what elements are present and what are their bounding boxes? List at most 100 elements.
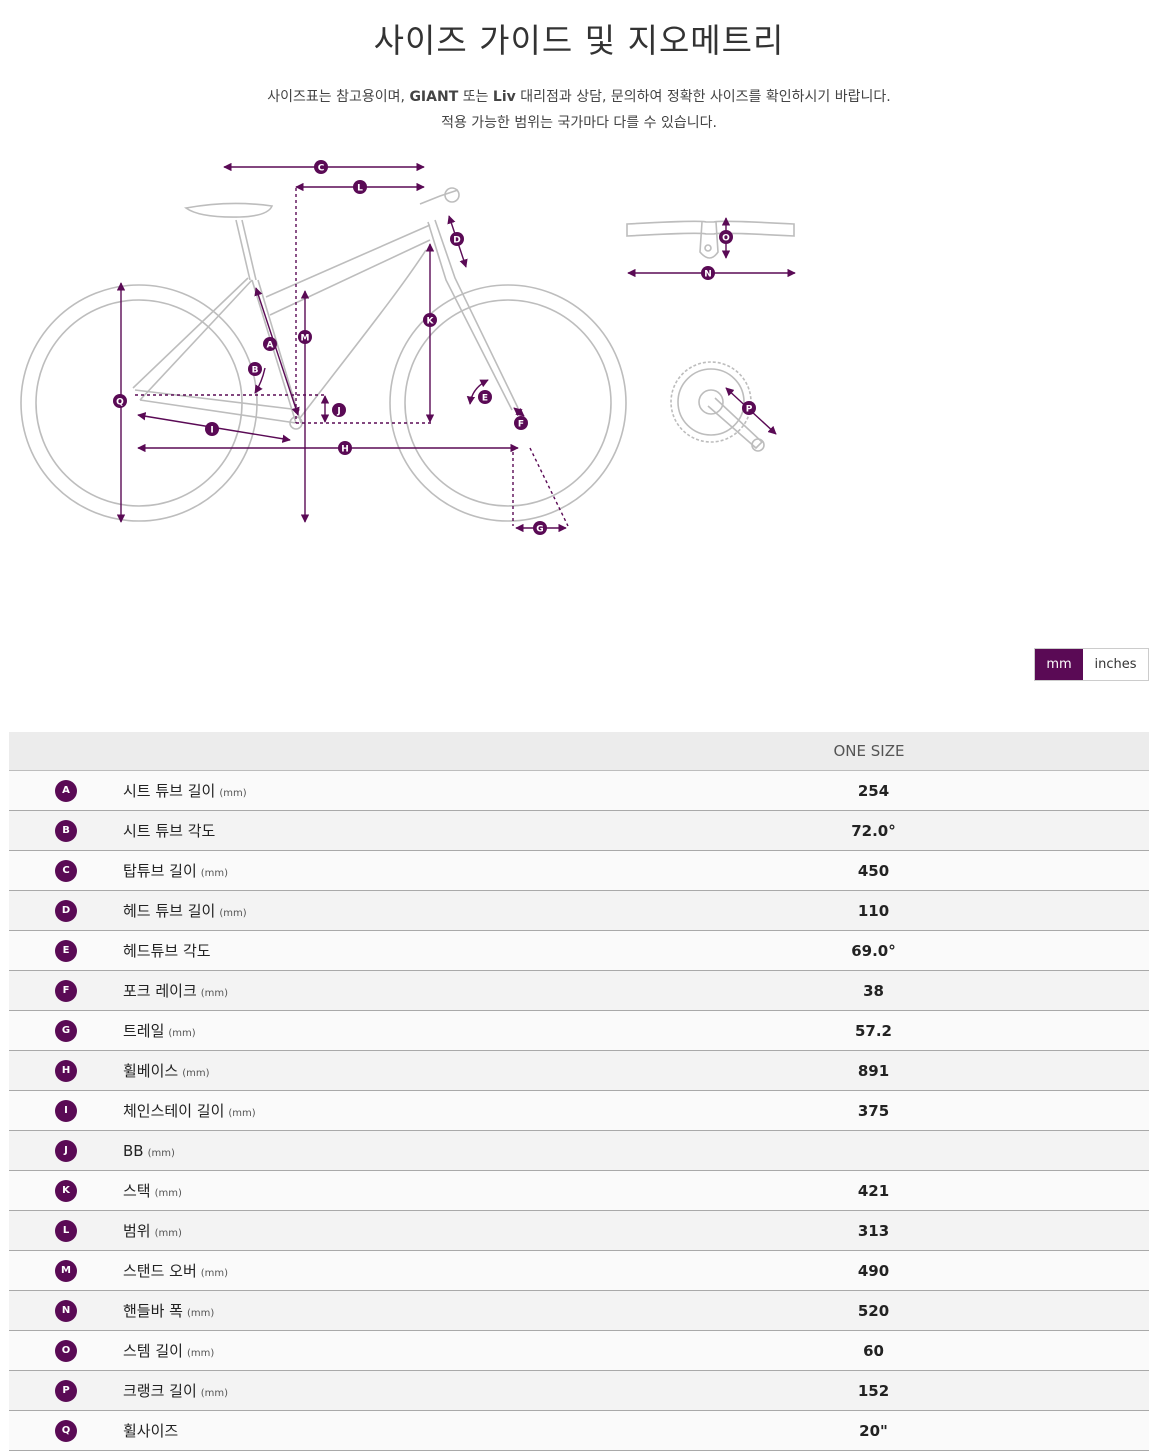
table-row: E 헤드튜브 각도 69.0° [9,930,1149,971]
measurement-unit: (mm) [186,1308,215,1319]
row-label-cell: 헤드 튜브 길이(mm) [113,890,589,931]
measurement-unit: (mm) [219,788,247,799]
measurement-label: 스택 [123,1182,151,1200]
row-label-cell: 포크 레이크(mm) [113,970,589,1011]
measurement-value: 152 [589,1370,1149,1411]
handlebar-topview [626,220,795,259]
row-letter-cell: H [9,1050,113,1091]
row-label-cell: 스템 길이(mm) [113,1330,589,1371]
measurement-label: BB [123,1141,144,1160]
measurement-label: 스템 길이 [123,1342,183,1360]
row-letter-cell: B [9,810,113,851]
svg-text:C: C [318,164,325,174]
measurement-value: 110 [589,890,1149,931]
svg-text:Q: Q [116,398,124,408]
callout-l: L [353,180,367,194]
svg-text:D: D [453,236,460,246]
measurement-label: 범위 [123,1222,151,1240]
header-size-col: ONE SIZE [589,732,1149,771]
dimension-callouts: C L D K M A B Q J I H E F G O N P [113,160,756,535]
measurement-label: 헤드튜브 각도 [123,942,211,960]
svg-text:B: B [252,366,259,376]
row-label-cell: 크랭크 길이(mm) [113,1370,589,1411]
measurement-label: 시트 튜브 각도 [123,822,216,840]
svg-text:I: I [210,426,213,436]
measurement-unit: (mm) [154,1228,182,1239]
callout-j: J [332,403,346,417]
measurement-letter-badge: F [55,980,77,1002]
measurement-value: 60 [589,1330,1149,1371]
row-letter-cell: D [9,890,113,931]
row-letter-cell: E [9,930,113,971]
measurement-label: 체인스테이 길이 [123,1102,225,1120]
measurement-value [589,1130,1149,1171]
measurement-value: 891 [589,1050,1149,1091]
subtitle-line2: 적용 가능한 범위는 국가마다 다를 수 있습니다. [441,115,717,131]
measurement-letter-badge: B [55,820,77,842]
measurement-value: 313 [589,1210,1149,1251]
table-row: D 헤드 튜브 길이(mm)110 [9,890,1149,931]
measurement-value: 72.0° [589,810,1149,851]
measurement-label: 핸들바 폭 [123,1302,183,1320]
callout-m: M [298,330,312,344]
svg-text:G: G [536,525,543,535]
row-label-cell: 체인스테이 길이(mm) [113,1090,589,1131]
row-label-cell: 시트 튜브 길이(mm) [113,770,589,811]
measurement-value: 375 [589,1090,1149,1131]
measurement-label: 헤드 튜브 길이 [123,902,216,920]
measurement-letter-badge: D [55,900,77,922]
row-letter-cell: G [9,1010,113,1051]
row-letter-cell: J [9,1130,113,1171]
table-row: F 포크 레이크(mm)38 [9,970,1149,1011]
unit-toggle: mm inches [1034,648,1149,681]
measurement-value: 38 [589,970,1149,1011]
row-letter-cell: Q [9,1410,113,1451]
measurement-unit: (mm) [200,868,229,879]
row-label-cell: 탑튜브 길이(mm) [113,850,589,891]
measurement-letter-badge: C [55,860,77,882]
measurement-value: 20" [589,1410,1149,1451]
measurement-value: 490 [589,1250,1149,1291]
subtitle-line1: 사이즈표는 참고용이며, GIANT 또는 Liv 대리점과 상담, 문의하여 … [267,89,891,105]
row-letter-cell: I [9,1090,113,1131]
row-letter-cell: M [9,1250,113,1291]
measurement-unit: (mm) [228,1108,256,1119]
measurement-unit: (mm) [200,1268,229,1279]
page-title: 사이즈 가이드 및 지오메트리 [373,21,785,60]
measurement-value: 69.0° [589,930,1149,971]
callout-q: Q [113,394,127,408]
callout-p: P [742,401,756,415]
callout-d: D [450,232,464,246]
row-letter-cell: N [9,1290,113,1331]
measurement-unit: (mm) [154,1188,182,1199]
svg-text:F: F [518,420,524,430]
measurement-label: 시트 튜브 길이 [123,782,216,800]
callout-a: A [263,337,277,351]
svg-text:H: H [341,445,349,455]
callout-o: O [719,230,733,244]
unit-inches-button[interactable]: inches [1083,649,1148,680]
measurement-value: 57.2 [589,1010,1149,1051]
measurement-letter-badge: M [55,1260,77,1282]
callout-b: B [248,362,262,376]
measurement-value: 450 [589,850,1149,891]
row-label-cell: 휠사이즈 [113,1410,589,1451]
svg-text:O: O [722,234,730,244]
svg-text:A: A [267,341,274,351]
row-label-cell: 핸들바 폭(mm) [113,1290,589,1331]
measurement-value: 520 [589,1290,1149,1331]
svg-text:M: M [301,334,310,344]
svg-text:L: L [357,184,363,194]
svg-text:J: J [336,407,340,417]
measurement-letter-badge: G [55,1020,77,1042]
unit-mm-button[interactable]: mm [1035,649,1083,680]
